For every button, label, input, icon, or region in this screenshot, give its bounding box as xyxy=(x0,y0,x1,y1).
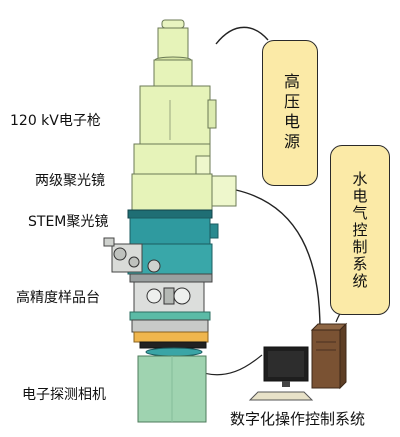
cable-water xyxy=(235,189,321,331)
gun-body xyxy=(139,85,211,145)
keyboard xyxy=(248,391,314,401)
stage-ring xyxy=(129,273,213,283)
box-high-voltage-text: 高压电源 xyxy=(281,73,300,153)
label-electron-gun: 120 kV电子枪 xyxy=(10,113,101,129)
box-water-power-gas: 水电气控制系统 xyxy=(330,145,390,315)
stem-condenser xyxy=(129,217,211,245)
condenser-two xyxy=(131,173,213,211)
label-computer-control: 数字化操作控制系统 xyxy=(230,410,366,428)
label-two-stage-condenser: 两级聚光镜 xyxy=(35,173,105,189)
cable-hv xyxy=(215,26,269,45)
label-stem-condenser: STEM聚光镜 xyxy=(28,214,109,230)
label-detector-camera: 电子探测相机 xyxy=(22,387,106,403)
pc-tower xyxy=(311,329,341,389)
box-high-voltage: 高压电源 xyxy=(262,40,318,186)
box-water-power-gas-text: 水电气控制系统 xyxy=(350,170,369,290)
gun-neck xyxy=(157,27,189,61)
label-sample-stage: 高精度样品台 xyxy=(16,290,100,306)
gun-cap xyxy=(161,19,185,29)
stem-ring-top xyxy=(127,209,213,219)
gun-head xyxy=(153,59,193,87)
